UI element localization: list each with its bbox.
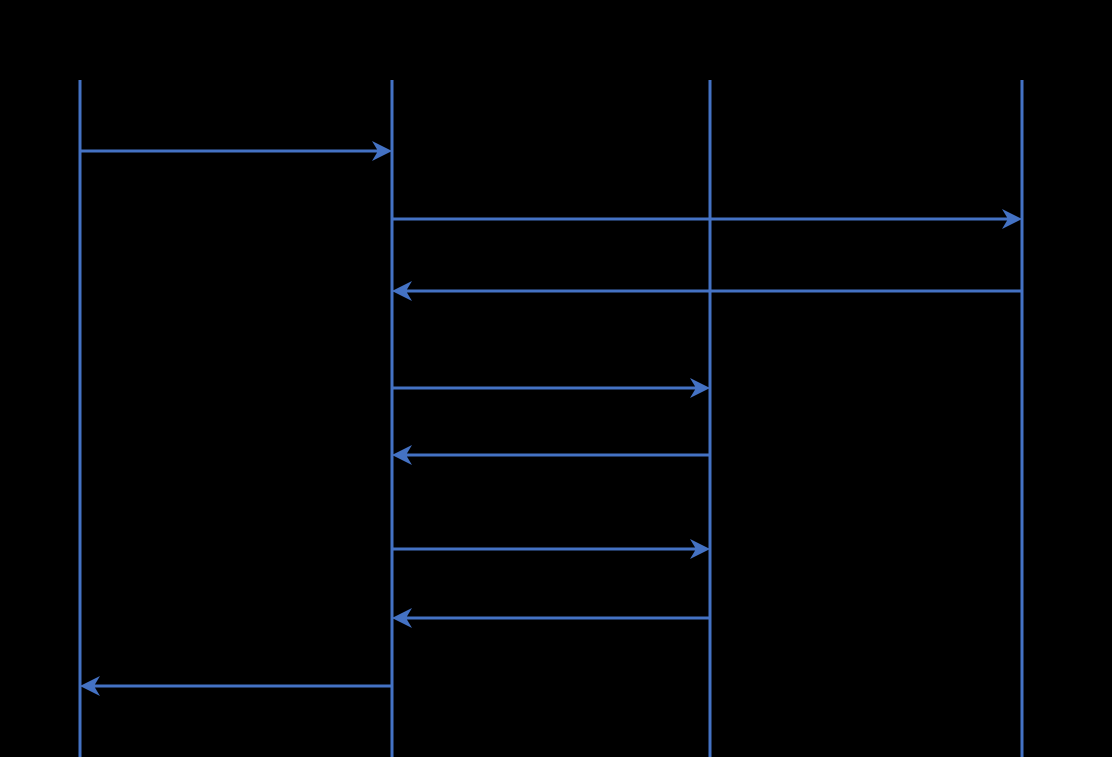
message-7-arrowhead-icon	[392, 608, 412, 628]
message-8-arrowhead-icon	[80, 676, 100, 696]
message-1-arrowhead-icon	[372, 141, 392, 161]
message-2-arrowhead-icon	[1002, 209, 1022, 229]
message-3-arrowhead-icon	[392, 281, 412, 301]
message-4-arrowhead-icon	[690, 378, 710, 398]
message-5-arrowhead-icon	[392, 445, 412, 465]
message-6-arrowhead-icon	[690, 539, 710, 559]
